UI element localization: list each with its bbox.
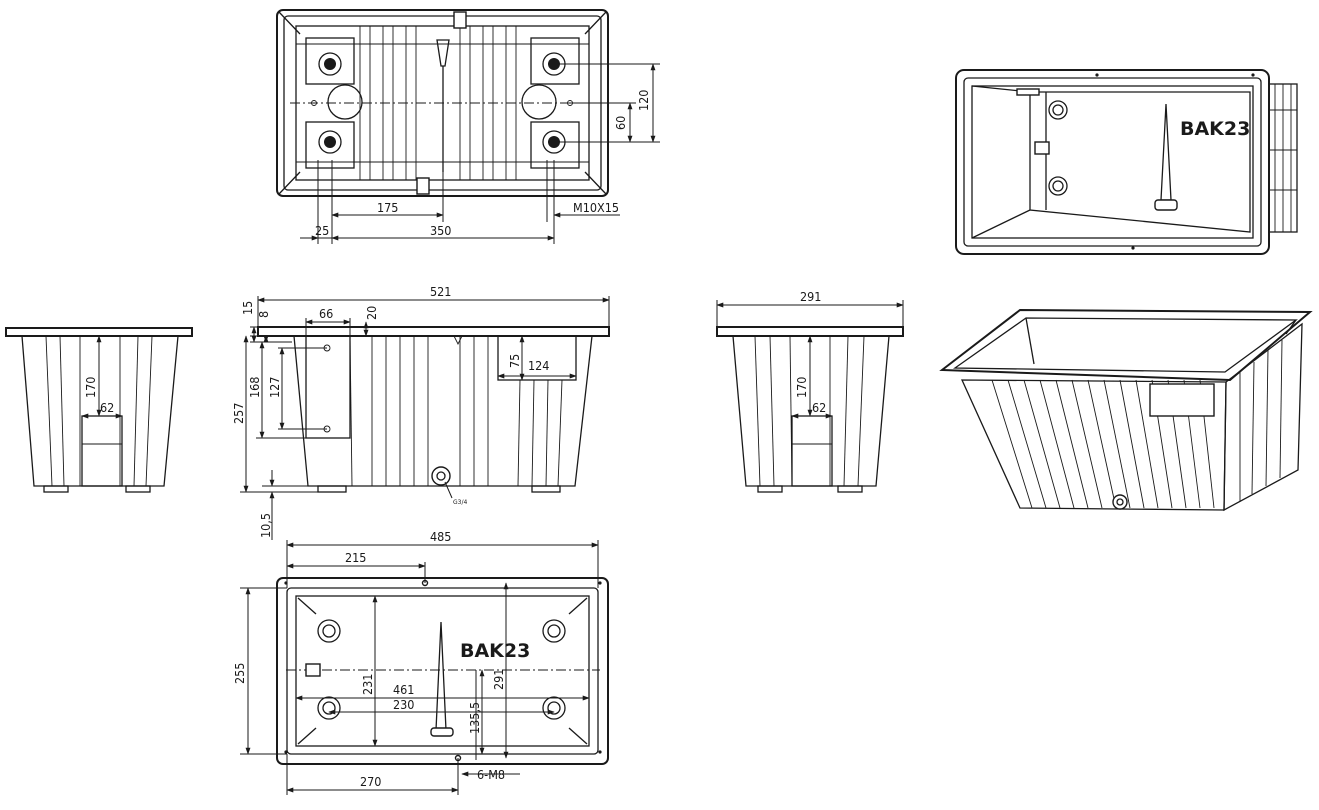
- dim-521: 521: [430, 284, 451, 299]
- dim-135-5: 135,5: [467, 702, 482, 734]
- right-end-view: 291 170 62: [716, 289, 904, 493]
- dim-8: 8: [256, 311, 271, 318]
- iso-view-open-top: BAK23: [955, 69, 1298, 255]
- right-dim-291: 291: [800, 289, 821, 304]
- dim-66: 66: [319, 306, 333, 321]
- bottom-view: BAK23 485 215 255 231 291 461 230 135,5 …: [232, 529, 609, 795]
- front-view: G3/4 521 66 20 15 8 257 168 127 75: [231, 284, 610, 540]
- right-dim-62: 62: [812, 400, 826, 415]
- dim-461: 461: [393, 682, 414, 697]
- brand-marking-iso: BAK23: [1180, 118, 1250, 140]
- dim-124: 124: [528, 358, 549, 373]
- dim-175: 175: [377, 200, 398, 215]
- dim-15: 15: [240, 301, 255, 315]
- left-dim-170: 170: [83, 377, 98, 398]
- dim-350: 350: [430, 223, 451, 238]
- brand-marking-bottom: BAK23: [460, 640, 530, 662]
- dim-255: 255: [232, 663, 247, 684]
- left-end-view: 170 62: [5, 327, 193, 493]
- top-view: 175 350 25 120 60 M10X15: [276, 9, 660, 244]
- dim-291-bottom: 291: [491, 669, 506, 690]
- dim-215: 215: [345, 550, 366, 565]
- dim-257: 257: [231, 403, 246, 424]
- thread-m10x15: M10X15: [573, 200, 619, 215]
- holes-6-m8: 6-M8: [477, 767, 505, 782]
- drain-thread-note: G3/4: [453, 499, 467, 506]
- dim-25: 25: [315, 223, 329, 238]
- dim-231: 231: [360, 674, 375, 695]
- dim-60: 60: [613, 116, 628, 130]
- dim-230: 230: [393, 697, 414, 712]
- dim-20: 20: [364, 306, 379, 320]
- dim-10-5: 10,5: [258, 513, 273, 538]
- dim-485: 485: [430, 529, 451, 544]
- dim-168: 168: [247, 377, 262, 398]
- dim-75: 75: [507, 354, 522, 368]
- dim-270: 270: [360, 774, 381, 789]
- iso-view-tank-body: [939, 308, 1313, 512]
- dim-127: 127: [267, 377, 282, 398]
- left-dim-62: 62: [100, 400, 114, 415]
- right-dim-170: 170: [794, 377, 809, 398]
- dim-120: 120: [636, 90, 651, 111]
